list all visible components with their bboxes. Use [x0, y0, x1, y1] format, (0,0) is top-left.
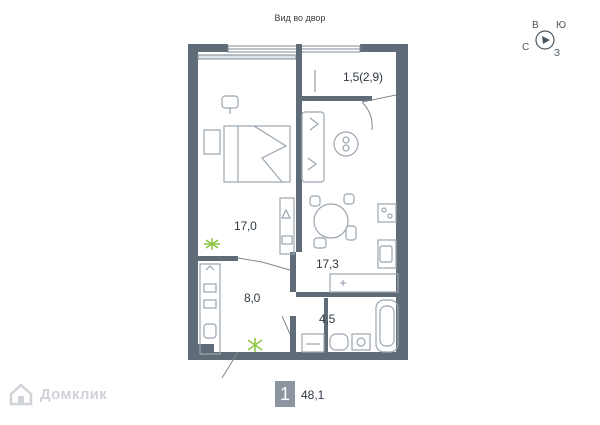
plant-icon [204, 238, 220, 250]
room-area-bathroom: 4,5 [319, 312, 336, 326]
compass-letter-n: В [532, 20, 539, 31]
watermark: Домклик [8, 380, 107, 408]
total-area: 48,1 [301, 388, 325, 402]
room-area-hallway: 8,0 [244, 291, 261, 305]
windows [197, 45, 361, 60]
compass-letter-s: З [554, 48, 561, 59]
outer-walls [188, 44, 408, 360]
compass-letter-w: С [522, 42, 530, 53]
bathroom-fixtures [301, 299, 399, 353]
room-area-bedroom: 17,0 [234, 219, 257, 233]
room-area-kitchen-living: 17,3 [316, 257, 339, 271]
plant-icon [247, 338, 263, 352]
compass-letter-e: Ю [556, 20, 567, 31]
bedroom-furniture [203, 95, 295, 255]
hallway-door [221, 315, 291, 379]
room-area-balcony: 1,5(2,9) [343, 70, 383, 84]
kitchen-furniture [301, 111, 399, 293]
view-label: Вид во двор [274, 13, 326, 23]
interior-walls [198, 44, 402, 352]
compass-circle-icon [535, 30, 555, 50]
watermark-text: Домклик [40, 385, 107, 403]
bedroom-door [237, 257, 291, 271]
rooms-count-badge: 1 [275, 381, 295, 407]
balcony-door [314, 70, 397, 131]
hallway-furniture [199, 263, 221, 355]
house-icon [9, 383, 33, 406]
compass-rose: В Ю С З [520, 18, 580, 62]
